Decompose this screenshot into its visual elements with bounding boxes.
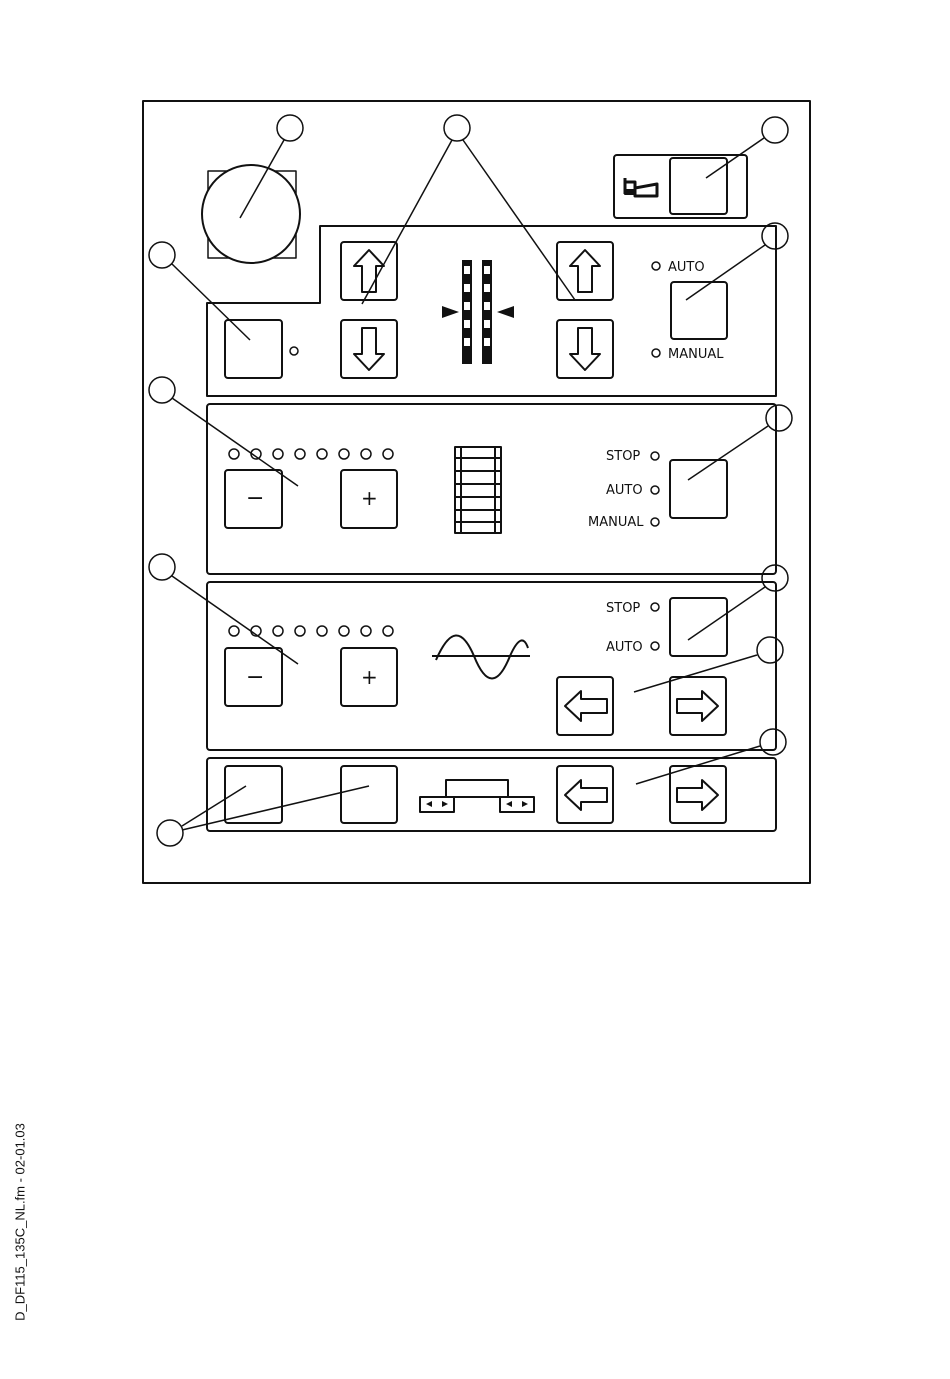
- manual-mid-led: [651, 518, 659, 526]
- section4-right-button[interactable]: [670, 766, 726, 823]
- wave-icon: [432, 635, 530, 678]
- section3-minus-label: −: [246, 665, 264, 690]
- arrow-down-icon: [570, 328, 600, 370]
- horn-icon: [625, 178, 657, 196]
- bridge-icon: [420, 780, 534, 812]
- arrow-up-icon: [570, 250, 600, 292]
- auto-mid-led: [651, 486, 659, 494]
- vertical-track-icon: [442, 260, 514, 364]
- side-note-text: D_DF115_135C_NL.fm - 02-01.03: [13, 1123, 28, 1321]
- left-down-button[interactable]: [341, 320, 397, 378]
- auto-mid-label: AUTO: [606, 483, 643, 498]
- section3-level-leds: [229, 626, 393, 636]
- right-up-button[interactable]: [557, 242, 613, 300]
- arrow-right-icon: [677, 780, 718, 810]
- section3-plus-label: +: [361, 665, 378, 689]
- stop-low-label: STOP: [606, 601, 640, 616]
- section3-right-button[interactable]: [670, 677, 726, 735]
- stop-low-led: [651, 603, 659, 611]
- section2-minus-label: −: [246, 486, 264, 511]
- manual-mid-label: MANUAL: [588, 515, 644, 530]
- right-down-button[interactable]: [557, 320, 613, 378]
- section-3: [207, 582, 776, 750]
- section2-plus-label: +: [361, 486, 378, 510]
- section2-level-leds: [229, 449, 393, 459]
- manual-top-led: [652, 349, 660, 357]
- stop-mid-led: [651, 452, 659, 460]
- section3-left-button[interactable]: [557, 677, 613, 735]
- section4-left-button[interactable]: [557, 766, 613, 823]
- auto-top-led: [652, 262, 660, 270]
- manual-top-label: MANUAL: [668, 347, 724, 362]
- auto-low-label: AUTO: [606, 640, 643, 655]
- arrow-down-icon: [354, 328, 384, 370]
- section-4: [207, 758, 776, 831]
- stop-mid-label: STOP: [606, 449, 640, 464]
- section3-mode-button[interactable]: [670, 598, 727, 656]
- auto-low-led: [651, 642, 659, 650]
- section-2: [207, 404, 776, 574]
- side-note: D_DF115_135C_NL.fm - 02-01.03: [2, 1092, 38, 1352]
- auto-top-label: AUTO: [668, 260, 705, 275]
- section1-left-led: [290, 347, 298, 355]
- section1-left-button[interactable]: [225, 320, 282, 378]
- round-knob-icon[interactable]: [202, 165, 300, 263]
- horn-button[interactable]: [670, 158, 727, 214]
- arrow-right-icon: [677, 691, 718, 721]
- ladder-icon: [455, 447, 501, 533]
- arrow-left-icon: [565, 691, 607, 721]
- section4-button-2[interactable]: [341, 766, 397, 823]
- arrow-left-icon: [565, 780, 607, 810]
- section2-mode-button[interactable]: [670, 460, 727, 518]
